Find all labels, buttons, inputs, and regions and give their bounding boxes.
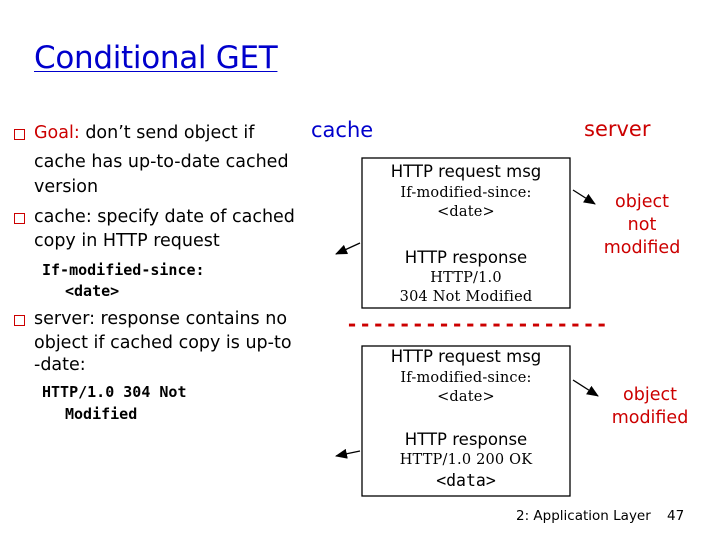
server-code-line2: Modified	[65, 405, 138, 423]
object-not-modified-label: object not modified	[590, 191, 694, 260]
top-response-code-line2: 304 Not Modified	[399, 289, 533, 305]
top-request-code-line2: <date>	[437, 204, 495, 220]
bottom-response-arrow	[335, 448, 361, 459]
footer-chapter: 2: Application Layer	[516, 508, 651, 524]
goal-text-line1: don’t send object if	[85, 123, 255, 143]
server-code-line1: HTTP/1.0 304 Not	[42, 383, 187, 401]
bullet-marker	[14, 129, 25, 140]
cache-code-line1: If-modified-since:	[42, 261, 205, 279]
bottom-request-title: HTTP request msg	[390, 347, 542, 366]
bullet-marker	[14, 315, 25, 326]
footer-page-number: 47	[667, 508, 685, 524]
bottom-response-code: HTTP/1.0 200 OK	[399, 452, 533, 468]
bottom-data-label: <data>	[436, 471, 496, 490]
object-not-modified-line1: object	[615, 192, 669, 212]
server-label: server	[584, 117, 651, 141]
bullet-marker	[14, 213, 25, 224]
object-modified-line1: object	[623, 385, 677, 405]
object-modified-label: object modified	[598, 384, 702, 430]
server-text-line3: -date:	[34, 355, 86, 375]
bottom-response-title: HTTP response	[404, 430, 528, 449]
top-response-arrow	[335, 242, 361, 255]
object-not-modified-line2: not	[627, 215, 657, 235]
bottom-exchange-box	[361, 345, 571, 497]
server-text-line1: server: response contains no	[34, 309, 288, 329]
bottom-request-code-line2: <date>	[437, 389, 495, 405]
object-not-modified-line3: modified	[603, 238, 681, 258]
top-response-title: HTTP response	[404, 248, 528, 267]
top-request-title: HTTP request msg	[390, 162, 542, 181]
top-request-code-line1: If-modified-since:	[400, 185, 532, 201]
top-request-arrow	[572, 189, 596, 205]
top-exchange-box	[361, 157, 571, 309]
bottom-request-arrow	[572, 379, 599, 397]
cache-label: cache	[311, 118, 374, 142]
cache-text-line1: cache: specify date of cached	[34, 207, 295, 227]
goal-text-line2: cache has up-to-date cached	[34, 152, 289, 172]
goal-label: Goal:	[34, 123, 80, 143]
divider-dashes: --------------------	[346, 312, 609, 336]
object-modified-line2: modified	[611, 408, 689, 428]
page-title: Conditional GET	[34, 40, 278, 76]
top-response-code-line1: HTTP/1.0	[430, 270, 502, 286]
cache-text-line2: copy in HTTP request	[34, 231, 220, 251]
bottom-request-code-line1: If-modified-since:	[400, 370, 532, 386]
cache-code-line2: <date>	[65, 282, 120, 300]
goal-text-line3: version	[34, 177, 99, 197]
server-text-line2: object if cached copy is up-to	[34, 333, 292, 353]
